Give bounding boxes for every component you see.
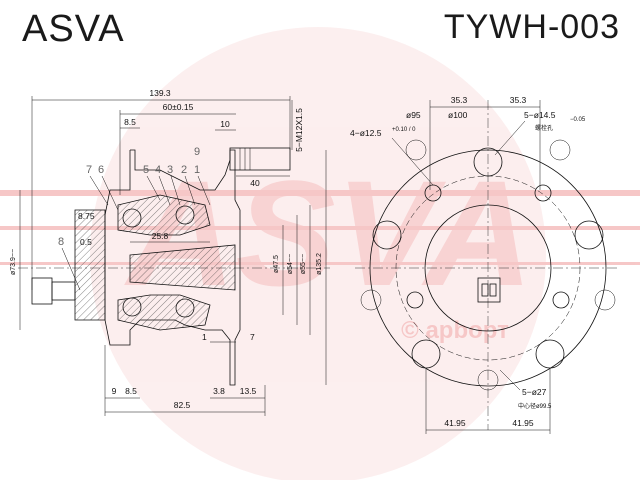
leader-line — [499, 369, 521, 391]
stud-hole — [372, 220, 402, 250]
part-callout-4: 4 — [155, 164, 161, 176]
dim-holes-12-5-tol: +0.10 / 0 — [392, 127, 416, 133]
bearing-ball — [175, 205, 195, 225]
dim-dia-55: ø55−− — [300, 254, 307, 274]
dim-8-75: 8.75 — [78, 211, 95, 221]
part-callout-3: 3 — [167, 164, 173, 176]
dim-holes-14-5-tol: −0.05 — [570, 117, 586, 123]
part-callout-7: 7 — [86, 164, 92, 176]
watermark-stripe — [0, 262, 640, 265]
leader-line — [494, 120, 526, 156]
part-callout-9: 9 — [194, 146, 200, 158]
leader-line — [146, 175, 161, 201]
bolt-hole — [406, 291, 424, 309]
dim-holes-27: 5−ø27 — [522, 387, 547, 397]
part-callout-8: 8 — [58, 236, 64, 248]
dim-8-5-bottom: 8.5 — [125, 386, 137, 396]
stud-hole — [535, 339, 565, 369]
dim-overall-length: 139.3 — [149, 88, 171, 98]
dim-8-5-top: 8.5 — [124, 117, 136, 127]
leader-line — [391, 137, 434, 186]
abs-sensor-neck — [51, 281, 76, 301]
dim-0-5: 0.5 — [80, 237, 92, 247]
sensor-pin — [489, 283, 497, 297]
part-number-title: TYWH-003 — [443, 8, 620, 46]
stud-hole — [574, 220, 604, 250]
section-lower-race — [117, 294, 211, 331]
part-callout-1: 1 — [194, 164, 200, 176]
side-section-view: 139.3 60±0.15 8.5 10 5−M12X1.5 40 7 6 5 … — [10, 88, 330, 416]
dim-holes-12-5: 4−ø12.5 — [350, 128, 382, 138]
leader-line — [61, 247, 81, 291]
dim-3-8: 3.8 — [213, 386, 225, 396]
dim-right-35-3: 35.3 — [510, 95, 527, 105]
watermark-stripe — [0, 226, 640, 230]
abs-sensor-connector — [31, 277, 53, 305]
brand-title: ASVA — [22, 8, 125, 50]
dim-1: 1 — [202, 332, 207, 342]
dim-bottom-right-41-95: 41.95 — [512, 418, 534, 428]
dim-bottom-left-41-95: 41.95 — [444, 418, 466, 428]
leader-line — [101, 175, 119, 211]
sensor-pin — [481, 283, 489, 297]
dim-7: 7 — [250, 332, 255, 342]
part-callout-6: 6 — [98, 164, 104, 176]
dim-stud-thread: 5−M12X1.5 — [294, 108, 304, 152]
dim-dia-73-9: ø73.9−− — [10, 249, 17, 275]
bearing-ball — [122, 297, 142, 317]
part-callout-5: 5 — [143, 164, 149, 176]
flange-pocket — [477, 369, 499, 391]
dim-13-5: 13.5 — [240, 386, 257, 396]
leader-line — [158, 175, 171, 206]
dim-dia-54: ø54−− — [287, 254, 294, 274]
dim-dia-135-2: ø135.2 — [316, 253, 323, 275]
flange-outer-circle — [369, 149, 607, 387]
flange-pocket — [594, 289, 616, 311]
flange-pocket — [405, 139, 427, 161]
dim-pcd-99-5: 中心径ø99.5 — [518, 402, 552, 410]
leader-line — [89, 175, 109, 206]
dim-dia-95: ø95 — [406, 110, 421, 120]
bearing-ball — [175, 298, 195, 318]
dim-25-8: 25.8 — [152, 231, 169, 241]
leader-line — [197, 175, 211, 206]
note-bolt-hole: 螺栓孔 — [535, 124, 553, 132]
stud-hole — [473, 147, 503, 177]
dim-dia-47-5: ø47.5 — [273, 255, 280, 273]
bolt-hole — [534, 184, 552, 202]
dim-dia-100: ø100 — [448, 110, 468, 120]
abs-sensor-front — [477, 277, 501, 303]
flange-pocket — [549, 139, 571, 161]
wheel-stud — [229, 147, 291, 171]
hub-pilot-circle — [424, 204, 552, 332]
front-view: 35.3 35.3 ø95 ø100 4−ø12.5 +0.10 / 0 5−ø… — [350, 95, 620, 434]
section-hub-core — [129, 244, 236, 291]
dim-10: 10 — [220, 119, 230, 129]
watermark-logo-text: ASVA — [123, 149, 533, 317]
section-sensor-body — [74, 209, 106, 321]
dim-40: 40 — [250, 178, 260, 188]
bolt-hole — [552, 291, 570, 309]
bearing-ball — [122, 208, 142, 228]
section-upper-race — [117, 194, 211, 236]
dim-flange-to-hub: 60±0.15 — [163, 102, 194, 112]
dim-82-5: 82.5 — [174, 400, 191, 410]
hub-outline — [104, 149, 241, 386]
leader-line — [184, 175, 196, 206]
flange-pocket — [360, 289, 382, 311]
dim-left-35-3: 35.3 — [451, 95, 468, 105]
part-callout-2: 2 — [181, 164, 187, 176]
watermark-stripe — [0, 190, 640, 196]
dim-holes-14-5: 5−ø14.5 — [524, 110, 556, 120]
leader-line — [170, 175, 181, 206]
dim-9: 9 — [112, 386, 117, 396]
